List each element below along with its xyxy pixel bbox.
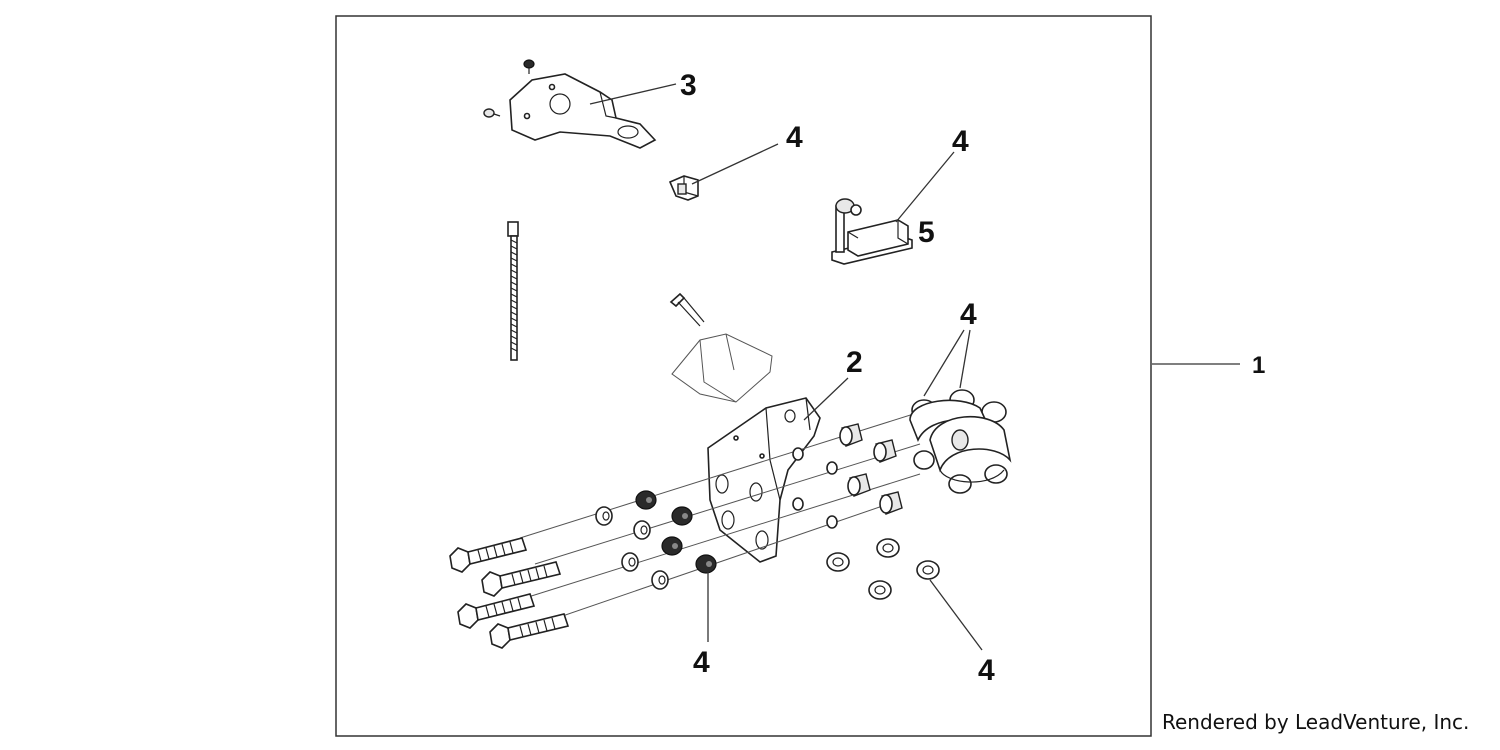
bolt-1	[449, 537, 528, 573]
bolt-3	[457, 593, 536, 629]
leader-2	[803, 377, 849, 421]
small-washer-1	[792, 447, 804, 461]
screw-small-top	[523, 59, 535, 74]
leader-4c-left	[923, 329, 965, 397]
grommet-4	[695, 554, 717, 574]
small-clip	[668, 175, 699, 201]
spacer-2	[873, 439, 897, 463]
callout-1: 1	[1252, 352, 1265, 379]
grommet-2	[671, 506, 693, 526]
bolt-axis-lines	[519, 411, 921, 623]
rubber-mount-part-5	[831, 198, 913, 265]
grommet-1	[635, 490, 657, 510]
kit-frame	[335, 15, 1152, 737]
washer-3	[621, 552, 639, 572]
ghost-plate	[671, 333, 773, 403]
callout-4-mount: 4	[952, 125, 969, 158]
small-washer-4	[826, 515, 838, 529]
leader-4a	[691, 143, 779, 185]
grommet-3	[661, 536, 683, 556]
washer-4	[651, 570, 669, 590]
bolt-4	[489, 613, 570, 649]
callout-4-nut: 4	[978, 654, 995, 687]
small-washer-3	[792, 497, 804, 511]
spacer-4	[879, 491, 903, 515]
screw-small-left	[483, 108, 501, 118]
callout-3: 3	[680, 69, 697, 102]
render-credit: Rendered by LeadVenture, Inc.	[1162, 710, 1470, 734]
callout-5: 5	[918, 216, 935, 249]
callout-2: 2	[846, 346, 863, 379]
washer-1	[595, 506, 613, 526]
callout-4-clip: 4	[786, 121, 803, 154]
leader-3	[589, 83, 677, 105]
flange-nut-4	[916, 560, 940, 580]
handlebar-clamp	[909, 389, 1012, 494]
callout-4-clamp: 4	[960, 298, 977, 331]
spacer-1	[839, 423, 863, 447]
leader-4b	[895, 151, 955, 223]
leader-4c-right	[959, 329, 971, 389]
upper-bracket-part-3	[509, 73, 657, 149]
small-washer-2	[826, 461, 838, 475]
flange-nut-1	[826, 552, 850, 572]
bracket-screw	[669, 292, 705, 327]
flange-nut-2	[876, 538, 900, 558]
threaded-rod	[507, 221, 519, 361]
bolt-2	[481, 561, 562, 597]
flange-nut-3	[868, 580, 892, 600]
leader-4e	[929, 579, 983, 651]
callout-4-grommet: 4	[693, 646, 710, 679]
spacer-3	[847, 473, 871, 497]
washer-2	[633, 520, 651, 540]
main-bracket-part-2	[707, 397, 821, 563]
